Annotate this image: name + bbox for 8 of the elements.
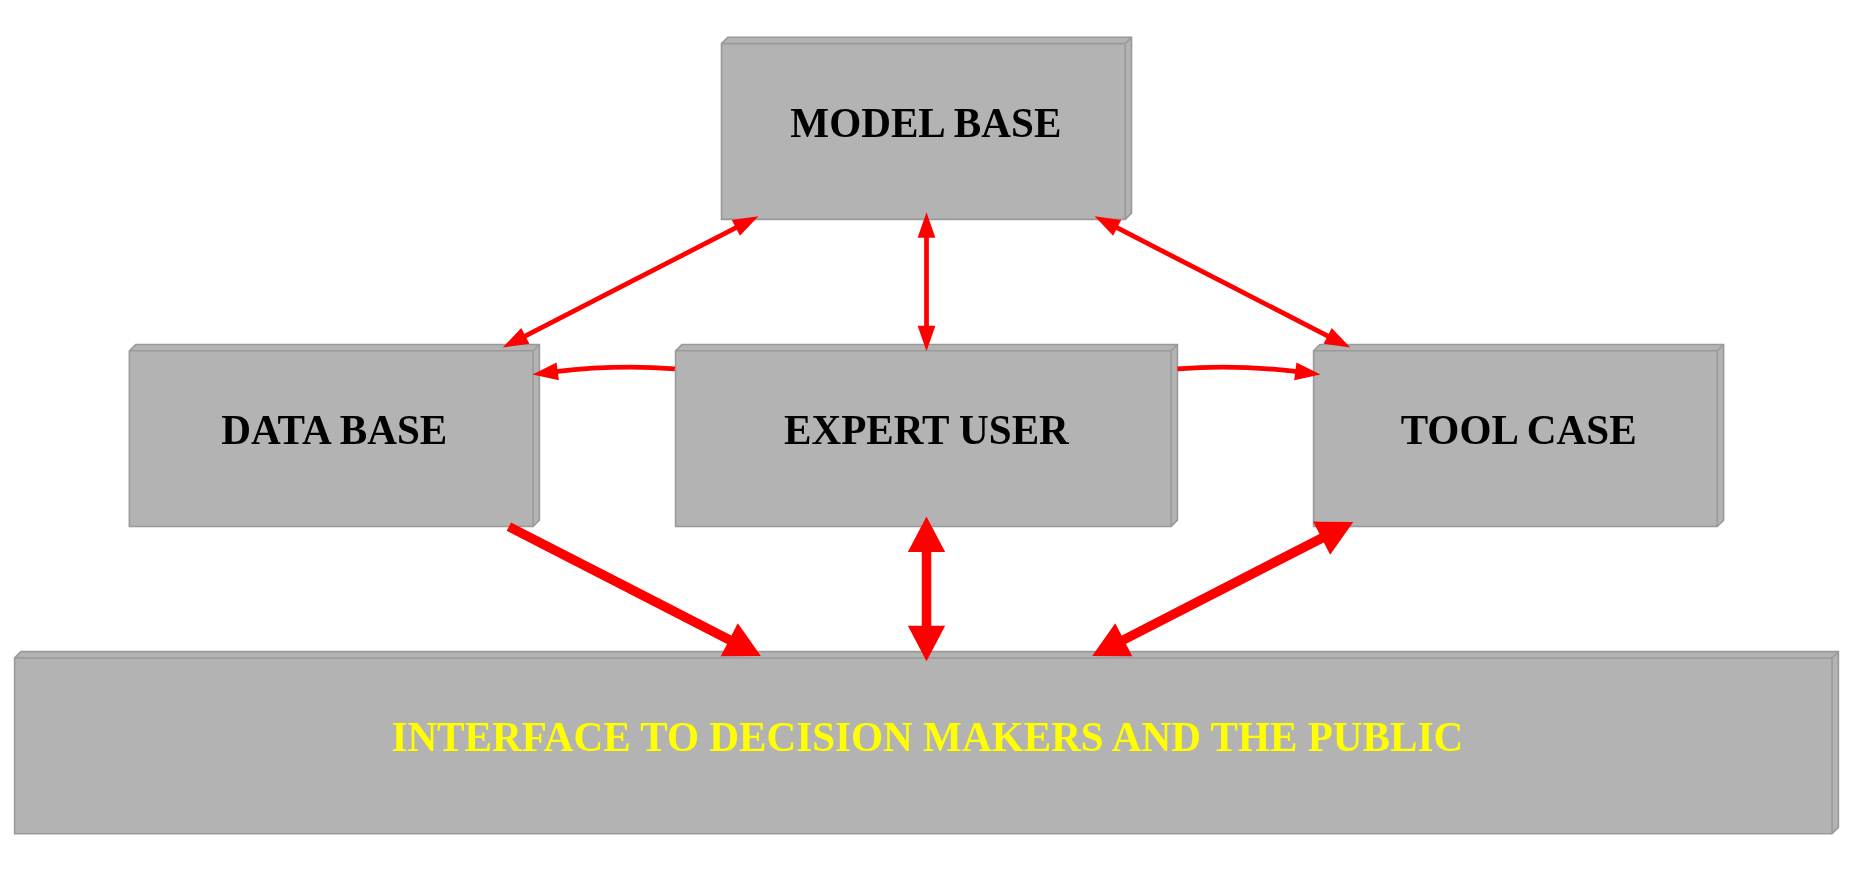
arrow: [506, 521, 761, 656]
arrow: [1177, 362, 1321, 380]
arrow: [1092, 521, 1354, 656]
arrow: [532, 362, 676, 380]
arrow: [502, 215, 759, 347]
arrow: [907, 515, 946, 661]
arrow: [1094, 215, 1351, 347]
arrow: [917, 211, 936, 351]
